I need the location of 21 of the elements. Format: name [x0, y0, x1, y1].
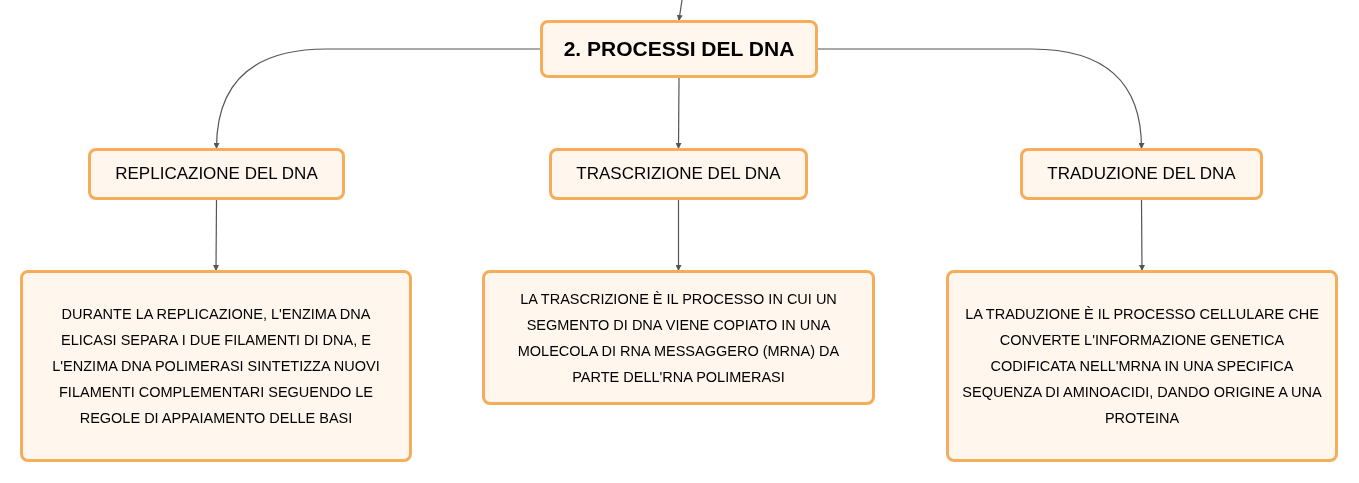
title-box: [540, 20, 818, 78]
connector-arrow: [676, 0, 683, 21]
description-text: LA TRASCRIZIONE È IL PROCESSO IN CUI UN SEGMENTO DI DNA VIENE COPIATO IN UNA MOLECOLA DI RNA MESSAGGERO (MRNA) DA PARTE DELL'RNA POLIMERASI: [516, 289, 841, 387]
connector-arrow: [213, 199, 220, 271]
description-text: LA TRADUZIONE È IL PROCESSO CELLULARE CHE CONVERTE L'INFORMAZIONE GENETICA CODIFICATA NELL'MRNA IN UNA SPECIFICA SEQUENZA DI AMINOACIDI, DANDO ORIGINE A UNA PROTEINA: [961, 305, 1323, 428]
description-box: [20, 270, 412, 462]
topic-box: [88, 148, 345, 200]
connector-arrow: [1138, 199, 1145, 271]
connector-arrow: [675, 77, 682, 149]
topic-text: TRADUZIONE DEL DNA: [1047, 163, 1236, 186]
description-text: DURANTE LA REPLICAZIONE, L'ENZIMA DNA ELICASI SEPARA I DUE FILAMENTI DI DNA, E L'ENZIMA DNA POLIMERASI SINTETIZZA NUOVI FILAMENTI COMPLEMENTARI SEGUENDO LE REGOLE DI APPAIAMENTO DELLE BASI: [51, 305, 381, 428]
connector-arrow: [675, 199, 682, 271]
connector-arrow: [213, 48, 541, 149]
description-box: [946, 270, 1338, 462]
title-text: 2. PROCESSI DEL DNA: [563, 36, 795, 63]
description-box: [482, 270, 875, 405]
topic-text: TRASCRIZIONE DEL DNA: [576, 163, 781, 186]
topic-box: [549, 148, 808, 200]
connector-arrow: [817, 48, 1145, 149]
topic-text: REPLICAZIONE DEL DNA: [115, 163, 318, 186]
topic-box: [1020, 148, 1263, 200]
